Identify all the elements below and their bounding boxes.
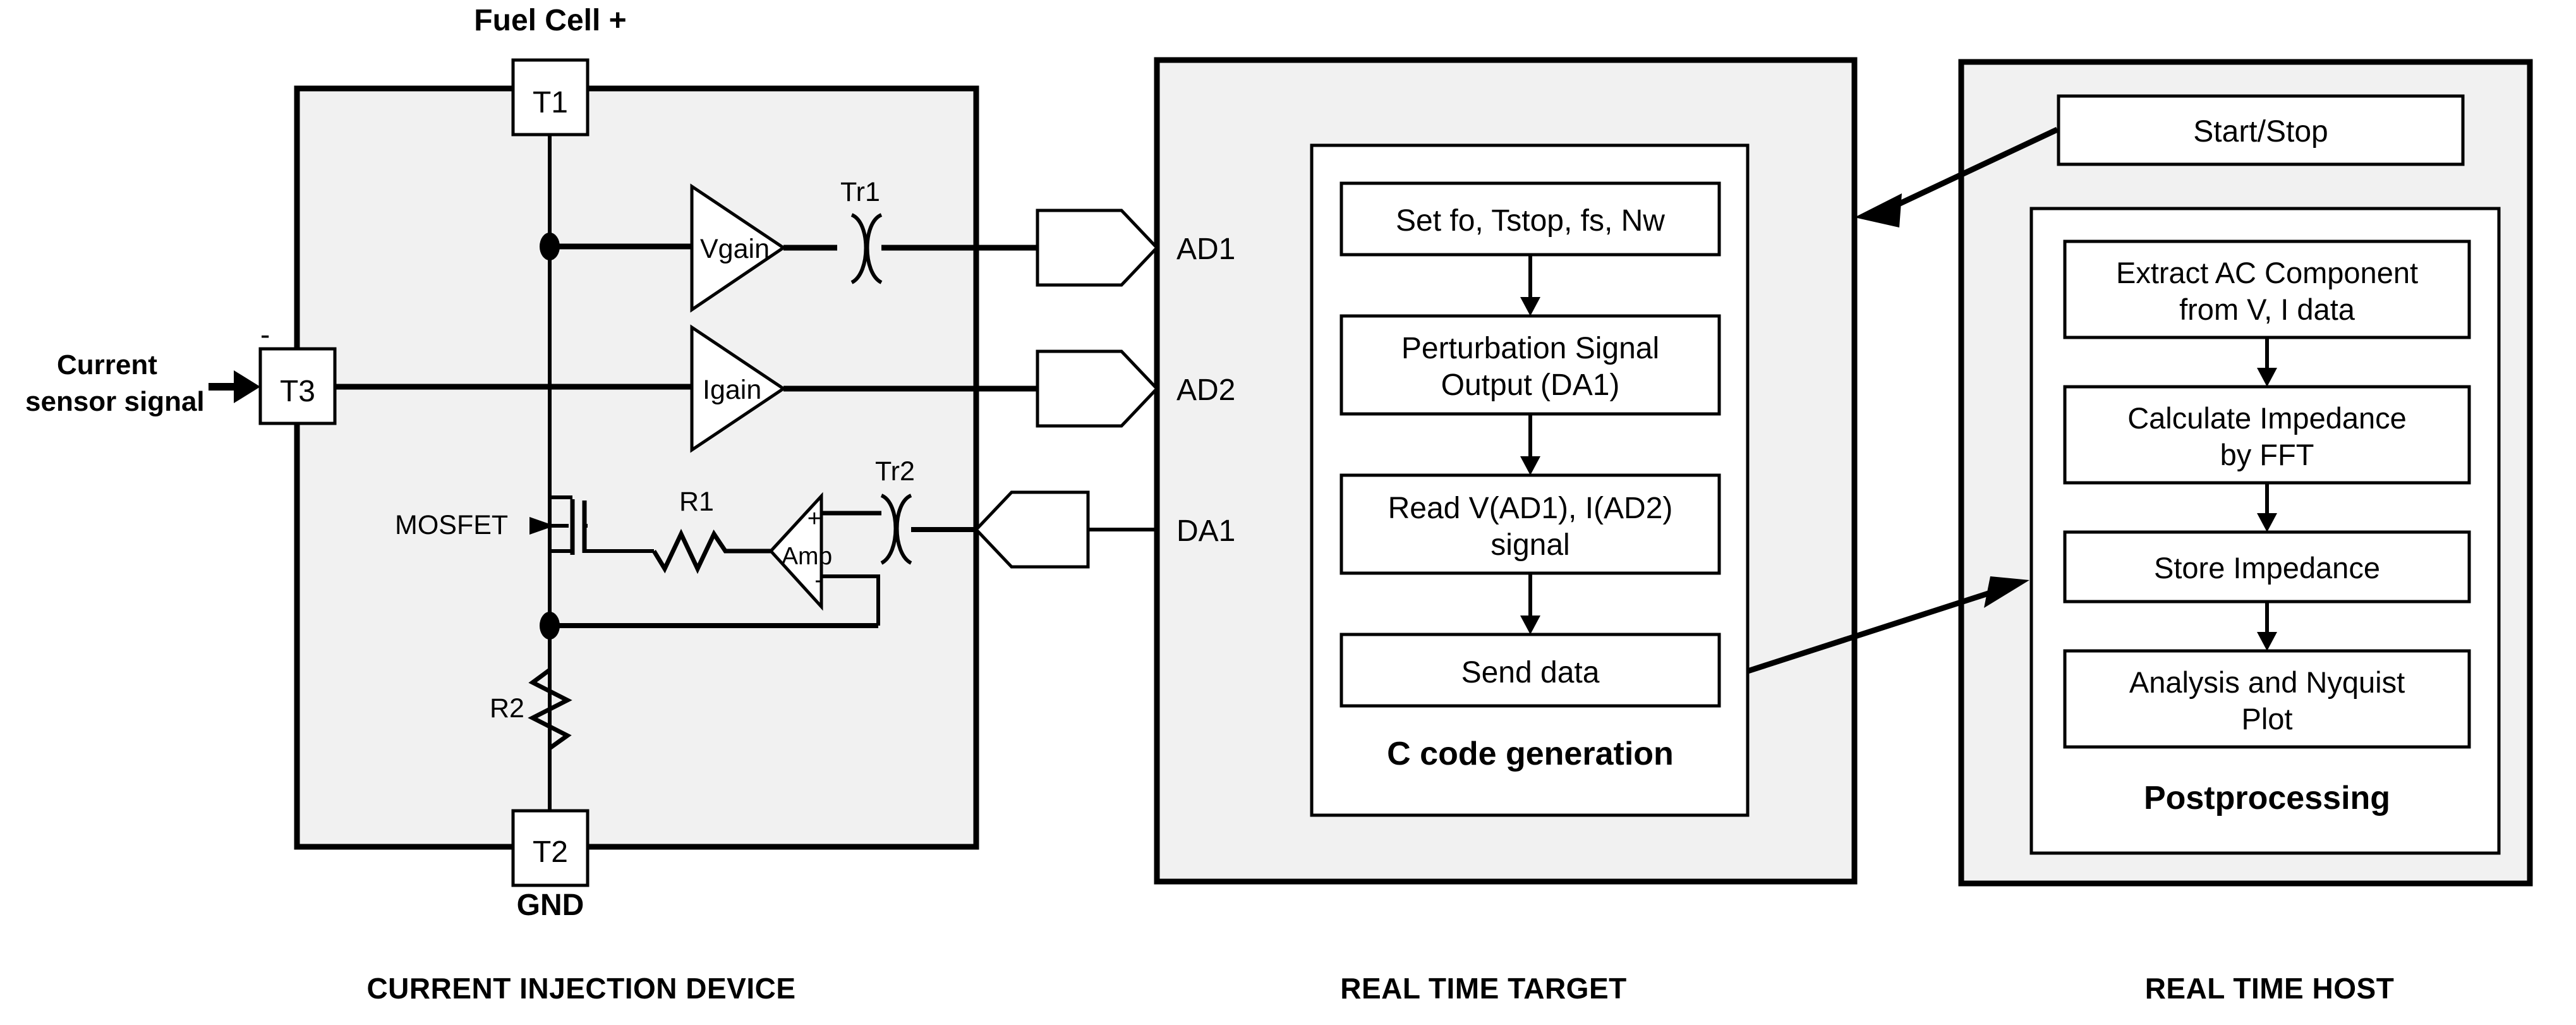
r2-label: R2 [490, 693, 524, 724]
senddata-to-host-shaft [1746, 590, 1992, 674]
step3-line1: Read V(AD1), I(AD2) [1388, 492, 1673, 525]
current-sensor-signal-line1: Current [57, 349, 157, 380]
step-box-perturbation[interactable] [1339, 314, 1721, 416]
amp-minus-sign: - [814, 567, 823, 593]
step-box-read-signals[interactable] [1339, 473, 1721, 575]
terminal-t1-label: T1 [533, 86, 568, 119]
rstep1-line1: Extract AC Component [2116, 256, 2418, 289]
arrow-rstep1-rstep2-head [2257, 368, 2277, 387]
amp-opamp [768, 492, 823, 611]
amp-feedback-vertical [821, 574, 880, 626]
rstep4-line2: Plot [2242, 702, 2293, 736]
middle-panel-group: AD1 AD2 DA1 Set fo, Tstop, fs, Nw Pertur… [974, 57, 1858, 885]
igain-label: Igain [703, 375, 761, 405]
rstep4-line1: Analysis and Nyquist [2129, 665, 2405, 699]
terminal-t2-label: T2 [533, 835, 568, 869]
caption-current-injection-device: CURRENT INJECTION DEVICE [366, 972, 795, 1005]
minus-terminal-sign: - [260, 318, 270, 351]
step4-line1: Send data [1461, 656, 1600, 689]
terminal-t1-box [511, 58, 590, 136]
current-injection-device-panel [294, 85, 979, 850]
start-stop-button[interactable] [2057, 94, 2465, 166]
vgain-amplifier [690, 183, 787, 313]
da1-connector-icon [974, 490, 1090, 569]
terminal-t3-box [258, 347, 337, 425]
amp-label: Amp [782, 543, 832, 570]
step-box-store-impedance[interactable] [2063, 530, 2471, 603]
tr2-coil-right [895, 494, 912, 565]
terminal-t3-label: T3 [280, 375, 315, 408]
r2-resistor [528, 668, 572, 750]
step-box-calculate-impedance[interactable] [2063, 385, 2471, 485]
c-code-generation-title: C code generation [1387, 736, 1674, 772]
step-box-analysis-nyquist[interactable] [2063, 649, 2471, 749]
step2-line1: Perturbation Signal [1401, 332, 1659, 365]
tr1-label: Tr1 [840, 177, 880, 207]
igain-amplifier [690, 324, 787, 453]
vgain-label: Vgain [700, 234, 770, 264]
arrow-rstep3-rstep4-head [2257, 632, 2277, 651]
arrow-step3-step4-head [1520, 616, 1540, 634]
rstep2-line1: Calculate Impedance [2127, 401, 2407, 435]
r1-resistor [652, 528, 771, 574]
startstop-to-target-shaft [1888, 126, 2059, 212]
rstep1-line2: from V, I data [2179, 293, 2355, 326]
ad2-port-label: AD2 [1176, 373, 1235, 407]
start-stop-label: Start/Stop [2193, 115, 2328, 149]
amp-plus-sign: + [807, 506, 821, 532]
inter-panel-connections [1746, 126, 2059, 674]
startstop-to-target-arrowhead [1854, 193, 1902, 227]
arrow-step1-step2-head [1520, 297, 1540, 316]
panel-captions: CURRENT INJECTION DEVICE REAL TIME TARGE… [366, 972, 2395, 1005]
r1-label: R1 [679, 487, 714, 517]
step-box-extract-ac[interactable] [2063, 240, 2471, 339]
rstep3-line1: Store Impedance [2154, 551, 2380, 585]
tr2-label: Tr2 [875, 456, 915, 487]
ad1-port-label: AD1 [1176, 233, 1235, 266]
left-panel-group: Vgain Tr1 Igain MOSFET R1 Amp [25, 4, 1036, 922]
ad1-connector-icon [1036, 209, 1159, 287]
step3-line2: signal [1491, 528, 1569, 562]
ad2-connector-icon [1036, 349, 1159, 428]
step1-line1: Set fo, Tstop, fs, Nw [1396, 204, 1665, 238]
caption-real-time-target: REAL TIME TARGET [1340, 972, 1627, 1005]
current-sensor-signal-line2: sensor signal [25, 386, 205, 417]
senddata-to-host-arrowhead [1984, 576, 2029, 608]
mosfet-gate-arrow-icon [529, 517, 555, 535]
step-box-set-params[interactable] [1339, 181, 1721, 257]
caption-real-time-host: REAL TIME HOST [2145, 972, 2395, 1005]
right-panel-group: Start/Stop Extract AC Component from V, … [1958, 59, 2533, 887]
current-sensor-arrow-icon [234, 370, 260, 403]
step-box-send-data[interactable] [1339, 633, 1721, 708]
rstep2-line2: by FFT [2220, 438, 2314, 471]
da1-port-label: DA1 [1176, 514, 1235, 548]
arrow-step2-step3-head [1520, 456, 1540, 475]
node-dot-feedback [540, 612, 560, 640]
fuel-cell-plus-label: Fuel Cell + [474, 4, 626, 37]
mosfet-label: MOSFET [395, 510, 508, 540]
gnd-label: GND [517, 889, 584, 922]
tr1-coil-right [865, 213, 883, 284]
terminal-t2-box [511, 809, 590, 887]
arrow-rstep2-rstep3-head [2257, 513, 2277, 532]
step2-line2: Output (DA1) [1441, 368, 1620, 402]
postprocessing-title: Postprocessing [2144, 780, 2390, 816]
